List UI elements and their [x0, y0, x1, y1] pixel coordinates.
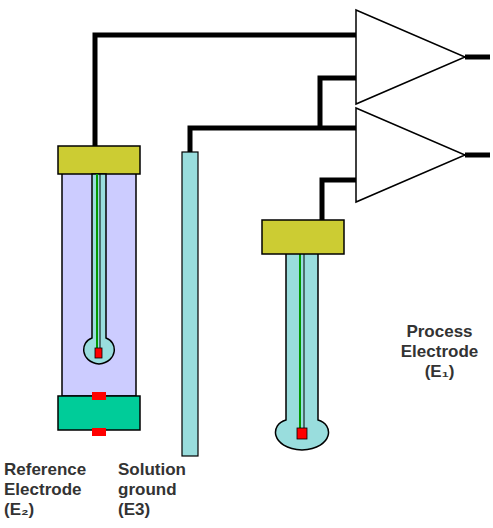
outer-tube [62, 172, 136, 396]
junction-plug [92, 428, 106, 436]
amplifier-symbol [356, 10, 465, 104]
amplifier-symbol [356, 108, 465, 202]
process-electrode [262, 220, 344, 450]
output-wire [465, 55, 490, 60]
inner-tube [84, 174, 115, 364]
ground-branch-wire [320, 78, 357, 128]
electrode-label: Solution ground (E3) [118, 460, 208, 520]
inner-wire [299, 252, 301, 432]
process-wire [322, 180, 357, 220]
junction-plug [92, 392, 106, 400]
junction-base [58, 396, 140, 430]
sensing-element [95, 348, 102, 358]
ground-rod [182, 152, 198, 456]
output-wire [465, 153, 490, 158]
cap [58, 146, 140, 174]
cap [262, 220, 344, 254]
electrode-label: Reference Electrode (E₂) [4, 460, 108, 520]
reference-wire [95, 35, 357, 148]
glass-stem [275, 252, 328, 450]
inner-wire [96, 174, 98, 350]
electrode-label: Process Electrode (E₁) [391, 322, 488, 382]
inner-wire [100, 174, 101, 350]
ground-wire [190, 128, 357, 152]
inner-wire [304, 252, 305, 432]
sensing-element [297, 428, 307, 439]
reference-electrode [58, 146, 140, 436]
